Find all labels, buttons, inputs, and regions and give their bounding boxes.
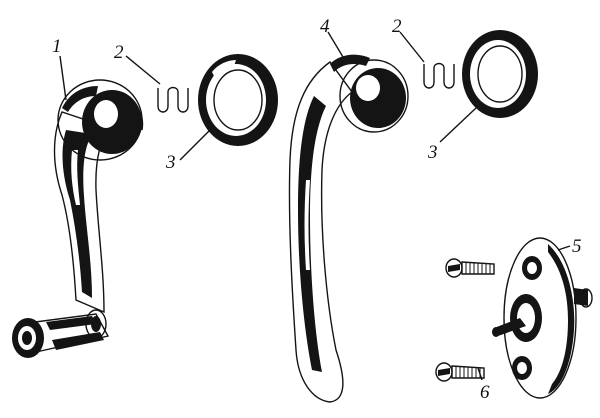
callout-labels: 1 2 3 4 2 3 5 6 [52,16,582,403]
door-handle [288,54,409,403]
spring-clip-right [423,62,455,89]
callout-5: 5 [572,236,582,257]
escutcheon-left [198,54,278,146]
crank-knob [12,309,110,358]
leader-4 [327,31,347,63]
screw-top [445,258,495,278]
leader-2-left [125,55,161,85]
callout-1: 1 [52,36,62,57]
callout-2-left: 2 [114,42,124,63]
lock-plate [492,237,593,399]
leader-3-left [179,127,213,161]
callout-4: 4 [320,16,330,37]
leader-3-right [439,107,477,143]
callout-3-left: 3 [165,152,176,173]
spring-clip-left [157,86,189,113]
leader-1 [59,55,67,101]
escutcheon-right [462,30,538,118]
crank-handle [12,79,144,358]
leader-2-right [399,31,425,63]
leader-5 [557,245,571,251]
screw-bottom [435,362,485,382]
callout-6: 6 [480,382,490,403]
callout-3-right: 3 [427,142,438,163]
leader-6 [477,367,483,381]
leader-lines [59,31,571,381]
callout-2-right: 2 [392,16,402,37]
